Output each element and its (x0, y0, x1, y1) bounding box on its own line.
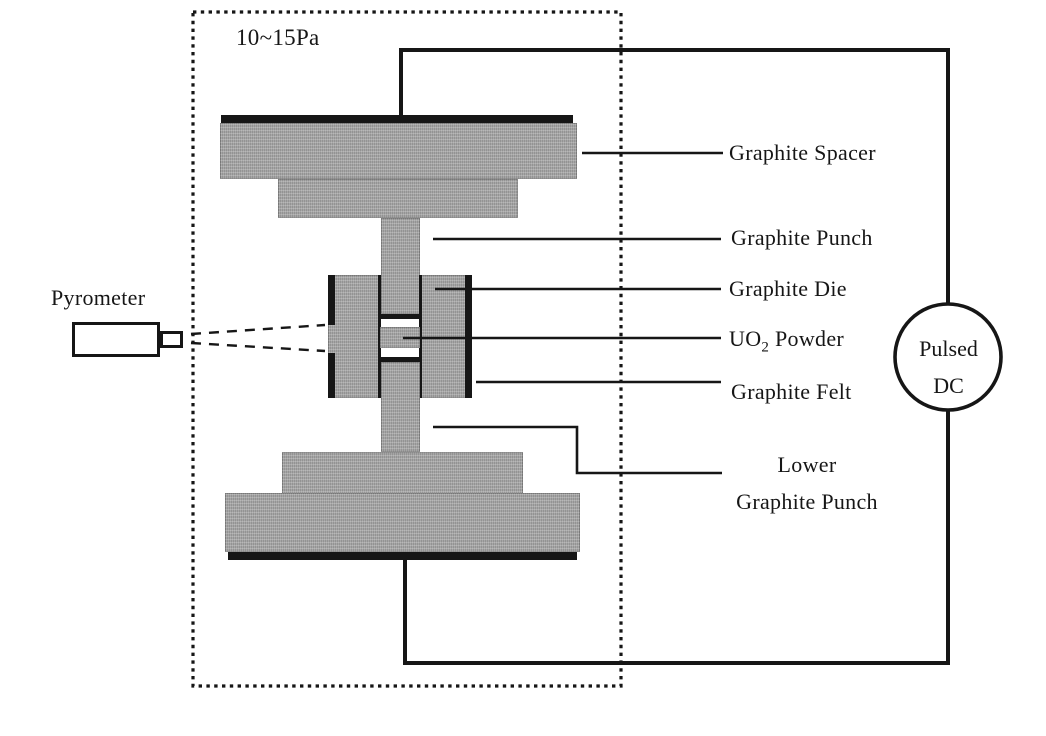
pyrometer-sight-line-lower (190, 341, 326, 353)
graphite-felt-left-upper (328, 275, 335, 325)
lower-graphite-spacer-small (282, 452, 523, 495)
uo2-suffix: Powder (769, 326, 845, 351)
label-graphite-punch: Graphite Punch (731, 225, 873, 250)
upper-graphite-punch (381, 218, 420, 314)
pyrometer-lens (160, 331, 183, 348)
lower-graphite-spacer-large (225, 493, 580, 552)
upper-graphite-spacer-small (278, 179, 518, 218)
label-graphite-die: Graphite Die (729, 276, 847, 301)
pyrometer-label: Pyrometer (51, 285, 146, 310)
pulsed-dc-label: Pulsed DC (895, 330, 1002, 404)
graphite-felt-right (465, 275, 472, 398)
label-graphite-spacer: Graphite Spacer (729, 140, 876, 165)
label-uo2-powder: UO2 Powder (729, 326, 845, 355)
label-graphite-felt: Graphite Felt (731, 379, 852, 404)
lower-electrode-plate (228, 552, 577, 560)
uo2-powder-sample (380, 327, 420, 348)
uo2-prefix: UO (729, 326, 762, 351)
lower-graphite-punch-column (381, 362, 420, 452)
label-lower-line2: Graphite Punch (736, 489, 878, 514)
pulsed-dc-line2: DC (933, 373, 964, 398)
uo2-subscript: 2 (761, 339, 770, 356)
pyrometer-body (72, 322, 160, 357)
graphite-felt-left-lower (328, 353, 335, 398)
pyrometer-sight-line-upper (190, 323, 326, 336)
label-lower-line1: Lower (777, 452, 837, 477)
label-lower-graphite-punch: Lower Graphite Punch (712, 446, 902, 520)
graphite-die-left (328, 275, 379, 398)
vacuum-chamber-outline (191, 10, 623, 688)
upper-graphite-spacer-large (220, 123, 577, 179)
upper-electrode-plate (221, 115, 573, 123)
upper-punch-face-line (379, 314, 422, 319)
chamber-pressure-label: 10~15Pa (236, 25, 320, 50)
pulsed-dc-line1: Pulsed (919, 336, 978, 361)
